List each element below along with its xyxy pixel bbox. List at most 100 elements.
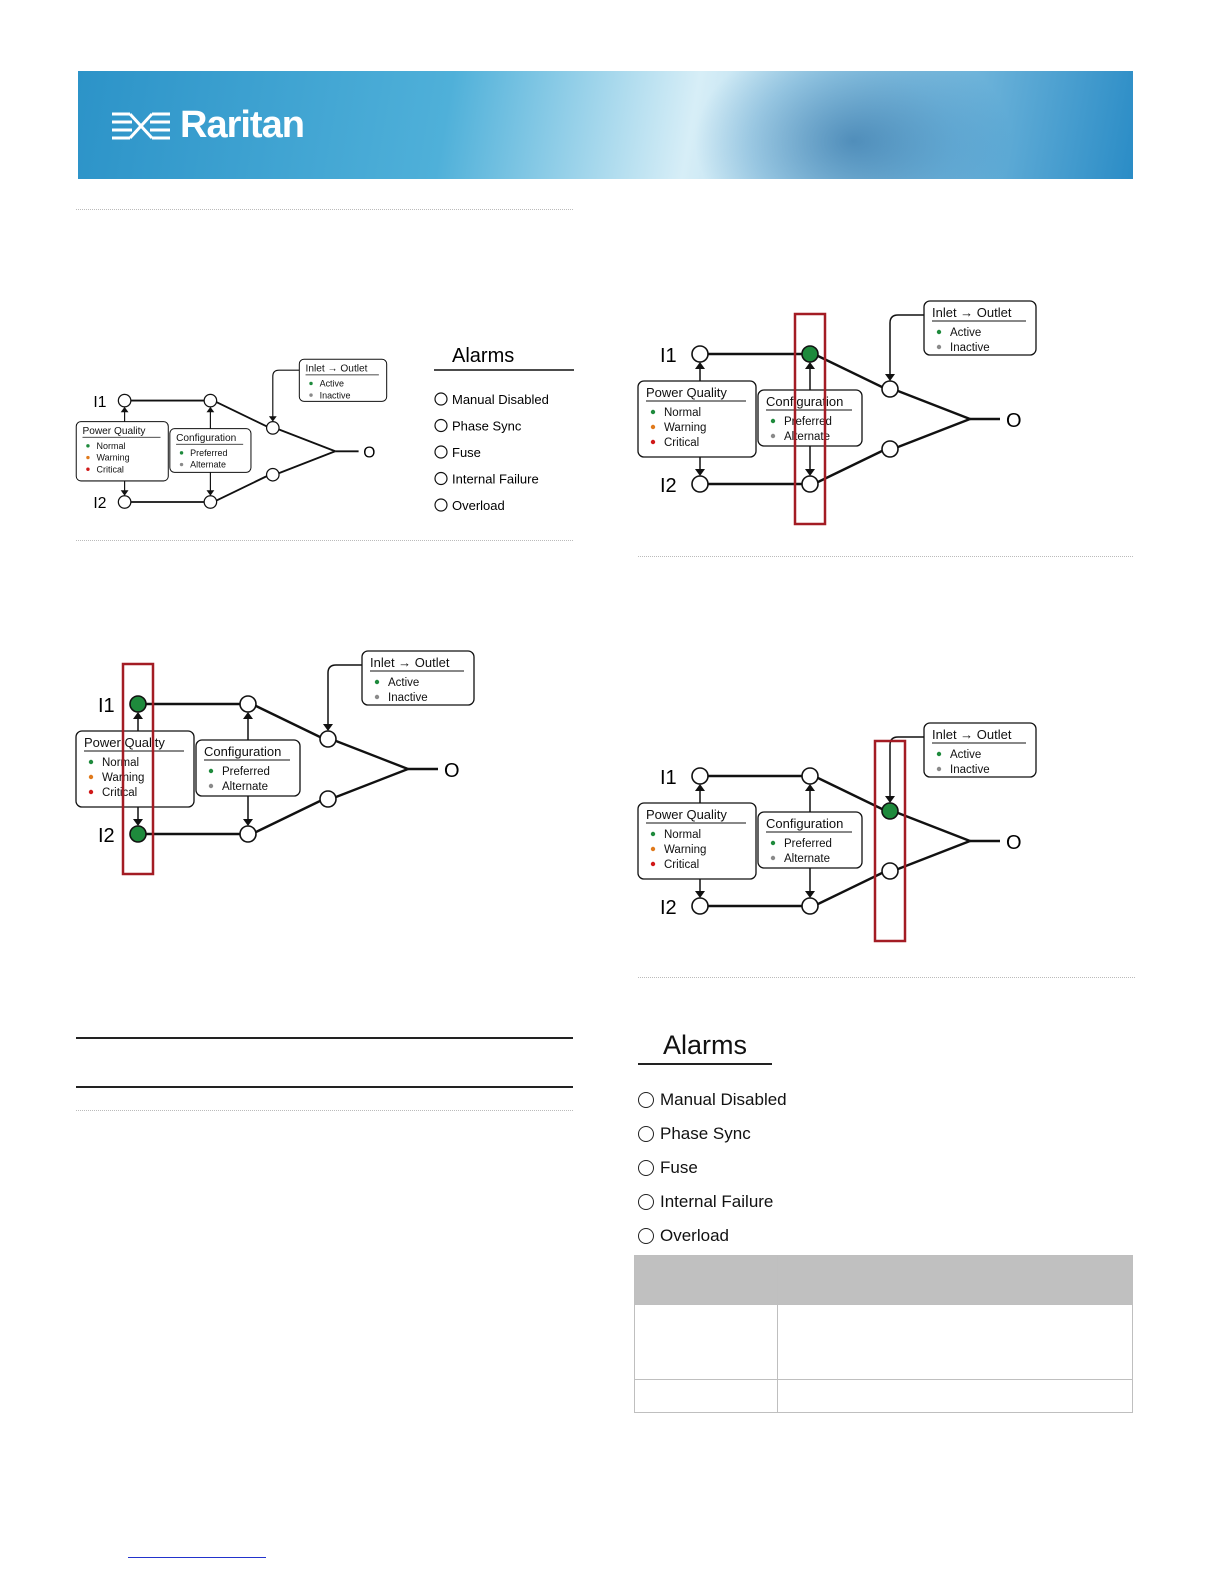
alarm-indicator-icon: [638, 1228, 654, 1244]
inlet-outlet-item: Active: [950, 327, 981, 339]
alarm-internal-failure: Internal Failure: [638, 1185, 1138, 1219]
connector-line: [817, 354, 883, 389]
power-quality-box: [75, 421, 169, 482]
arrow-head-icon: [885, 796, 895, 803]
power-quality-bullet-icon: [650, 861, 656, 867]
alarm-label: Overload: [660, 1226, 729, 1245]
inlet1-label: I1: [98, 695, 115, 717]
alarm-small-label: Internal Failure: [452, 472, 539, 487]
arrow-line: [272, 369, 300, 417]
arrow-head-icon: [268, 416, 277, 422]
alarm-label: Phase Sync: [660, 1124, 751, 1143]
inlet2-label: I2: [93, 495, 106, 512]
power-quality-title: Power Quality: [646, 385, 727, 400]
configuration-title: Configuration: [766, 816, 843, 831]
connector-line: [255, 799, 321, 834]
node-i2-icon: [117, 495, 132, 509]
arrow-head-icon: [695, 362, 705, 369]
separator: [76, 209, 573, 210]
connector-line: [817, 871, 883, 906]
inlet1-label: I1: [93, 394, 106, 411]
node-o1-icon: [265, 421, 280, 435]
inlet-outlet-bullet-icon: [309, 381, 313, 386]
raritan-logo-icon: [112, 112, 170, 139]
arrow-head-icon: [805, 362, 815, 369]
node-o2-icon: [881, 440, 899, 458]
power-quality-item: Warning: [97, 453, 130, 463]
connector-line: [255, 704, 321, 739]
configuration-title: Configuration: [176, 433, 236, 444]
alarm-label: Fuse: [660, 1158, 698, 1177]
power-quality-bullet-icon: [86, 467, 90, 471]
alarm-indicator-icon: [638, 1092, 654, 1108]
configuration-item: Alternate: [784, 431, 830, 443]
inlet-outlet-title: Inlet → Outlet: [370, 655, 450, 670]
power-quality-title: Power Quality: [82, 426, 146, 437]
table-row: [634, 1304, 1133, 1380]
inlet2-label: I2: [98, 825, 115, 847]
power-quality-box: [637, 802, 757, 880]
alarm-small-label: Fuse: [452, 445, 481, 460]
table-cell: [634, 1304, 778, 1380]
alarm-label: Internal Failure: [660, 1192, 774, 1211]
configuration-item: Alternate: [784, 853, 830, 865]
alarms-small-title: Alarms: [452, 345, 514, 367]
configuration-item: Preferred: [222, 766, 270, 778]
inlet-outlet-bullet-icon: [936, 751, 942, 757]
highlight-box: [873, 739, 907, 943]
node-c1-icon: [801, 345, 819, 363]
connector-line: [216, 475, 267, 502]
output-label: O: [444, 760, 460, 782]
inlet-outlet-bullet-icon: [936, 329, 942, 335]
inlet-outlet-item: Inactive: [950, 764, 990, 776]
power-quality-item: Critical: [664, 859, 699, 871]
inlet-outlet-bullet-icon: [936, 344, 942, 350]
node-o1-icon: [881, 380, 899, 398]
inlet-outlet-box: [361, 650, 475, 706]
configuration-bullet-icon: [208, 783, 214, 789]
inlet1-label: I1: [660, 767, 677, 789]
power-quality-box: [637, 380, 757, 458]
node-i2-icon: [691, 897, 709, 915]
inlet2-label: I2: [660, 475, 677, 497]
inlet-outlet-title: Inlet → Outlet: [932, 305, 1012, 320]
node-c2-icon: [203, 495, 218, 509]
inlet-outlet-title: Inlet → Outlet: [306, 364, 368, 375]
rule-top: [76, 1037, 573, 1039]
configuration-bullet-icon: [179, 451, 184, 455]
power-quality-item: Critical: [97, 464, 124, 474]
connector-line: [897, 811, 971, 843]
power-quality-bullet-icon: [650, 831, 656, 837]
inlet-outlet-item: Active: [388, 677, 419, 689]
node-o2-icon: [319, 790, 337, 808]
power-quality-box: [75, 730, 195, 808]
arrow-head-icon: [243, 819, 253, 826]
power-quality-bullet-icon: [650, 439, 656, 445]
raritan-logo: Raritan: [110, 104, 305, 147]
node-i2-icon: [691, 475, 709, 493]
alarm-small-label: Phase Sync: [452, 419, 522, 434]
arrow-line: [889, 736, 924, 797]
power-quality-bullet-icon: [650, 409, 656, 415]
alarm-manual-disabled: Manual Disabled: [638, 1083, 1138, 1117]
node-i1-icon: [117, 393, 132, 408]
configuration-bullet-icon: [208, 768, 214, 774]
power-quality-item: Critical: [664, 437, 699, 449]
alarms-section: Alarms Manual Disabled Phase Sync Fuse I…: [638, 1030, 1138, 1253]
power-quality-item: Normal: [664, 407, 701, 419]
alarms-heading: Alarms: [638, 1030, 773, 1065]
inlet-outlet-bullet-icon: [309, 393, 313, 397]
inlet-outlet-bullet-icon: [374, 679, 380, 685]
arrow-line: [889, 314, 924, 375]
alarm-fuse: Fuse: [638, 1151, 1138, 1185]
table-header-row: [634, 1255, 1133, 1305]
arrow-head-icon: [323, 724, 333, 731]
inlet-outlet-box: [923, 722, 1037, 778]
table-cell: [777, 1304, 1133, 1380]
table-cell: [777, 1379, 1133, 1413]
inlet-outlet-item: Inactive: [388, 692, 428, 704]
